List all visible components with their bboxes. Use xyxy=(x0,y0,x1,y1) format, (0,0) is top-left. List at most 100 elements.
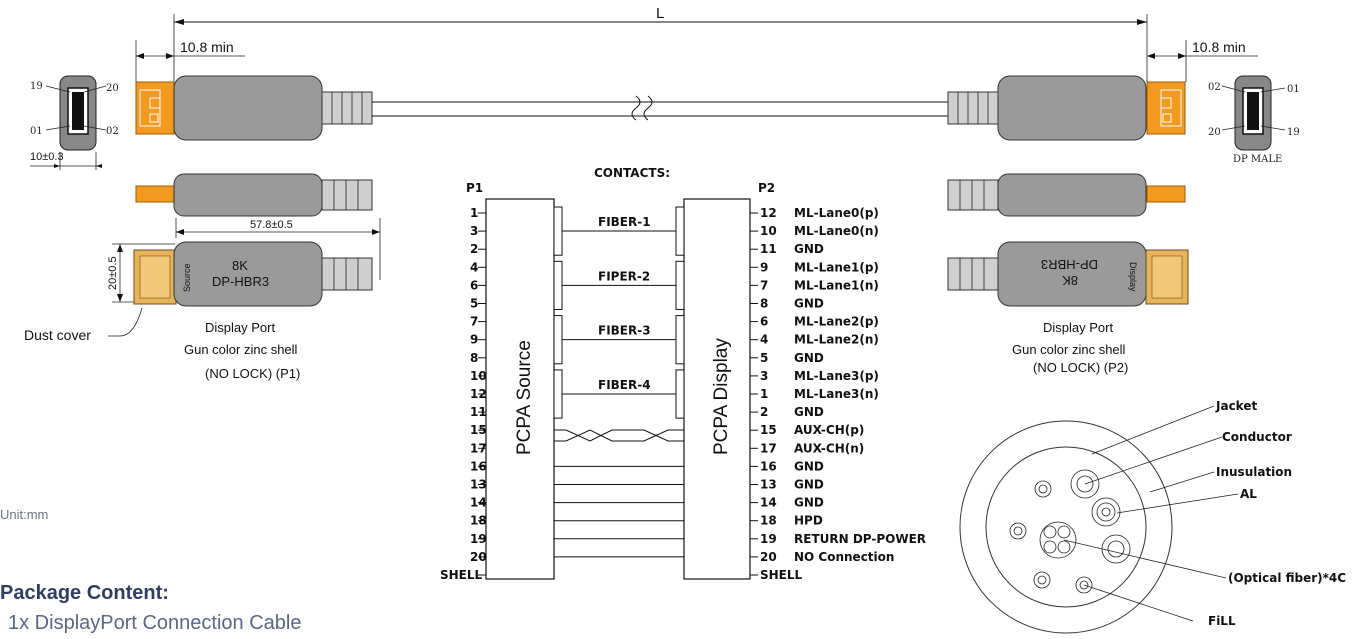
left-pin-02: 02 xyxy=(106,126,119,137)
length-label: L xyxy=(656,5,664,22)
p1-caption-2: Gun color zinc shell xyxy=(184,342,298,357)
right-signal-label: NO Connection xyxy=(794,550,894,564)
right-signal-label: AUX-CH(n) xyxy=(794,441,864,455)
right-pin-19: 19 xyxy=(1287,127,1300,138)
p1-side-label: Source xyxy=(182,263,192,292)
right-pin-number: 2 xyxy=(760,405,768,419)
body-length-label: 57.8±0.5 xyxy=(250,219,293,231)
contacts-title: CONTACTS: xyxy=(594,166,670,180)
right-pin-number: 12 xyxy=(760,206,777,220)
plug-width-label: 10±0.3 xyxy=(30,151,64,163)
length-dimension: L xyxy=(173,5,1148,82)
right-min-dimension: 10.8 min xyxy=(1147,39,1258,82)
fill-label: FiLL xyxy=(1208,614,1236,628)
right-signal-label: ML-Lane0(n) xyxy=(794,224,879,238)
left-pin-number: 5 xyxy=(470,297,478,311)
right-pin-number: 19 xyxy=(760,532,777,546)
fiber-label: FIPER-2 xyxy=(598,269,650,283)
left-pin-number: SHELL xyxy=(440,568,483,582)
left-side-view xyxy=(135,173,373,217)
right-signal-label: ML-Lane3(n) xyxy=(794,387,879,401)
fiber-rx-block xyxy=(675,206,685,256)
left-dp-face: 19 20 01 02 10±0.3 xyxy=(30,75,119,170)
left-pin-19: 19 xyxy=(30,81,43,92)
right-pin-number: 14 xyxy=(760,496,777,510)
p2-header: P2 xyxy=(758,181,775,195)
p2-caption-1: Display Port xyxy=(1043,320,1113,335)
source-box-label: PCPA Source xyxy=(514,340,535,455)
right-pin-02: 02 xyxy=(1208,82,1221,93)
p1-caption-3: (NO LOCK) (P1) xyxy=(205,366,300,381)
body-height-label: 20±0.5 xyxy=(107,256,119,290)
p1-body-line1: 8K xyxy=(232,258,248,273)
cable-cross-section: Jacket Conductor Inusulation AL (Optical… xyxy=(959,399,1346,634)
fiber-label: FIBER-1 xyxy=(598,215,651,229)
contacts-pinout: CONTACTS: P1 P2 PCPA Source PCPA Display… xyxy=(440,166,926,582)
left-pin-number: 9 xyxy=(470,333,478,347)
p1-header: P1 xyxy=(466,181,483,195)
right-pin-number: 10 xyxy=(760,224,777,238)
jacket-label: Jacket xyxy=(1215,399,1257,413)
right-signal-label: GND xyxy=(794,496,824,510)
right-signal-label: ML-Lane1(n) xyxy=(794,278,879,292)
dust-cover-label: Dust cover xyxy=(24,327,91,343)
right-signal-label: GND xyxy=(794,459,824,473)
left-pin-01: 01 xyxy=(30,126,43,137)
display-box xyxy=(683,198,751,580)
right-signal-label: ML-Lane0(p) xyxy=(794,206,879,220)
left-pin-number: 1 xyxy=(470,206,478,220)
p1-connector-detail: 57.8±0.5 20±0.5 Source 8K DP-HBR3 Dust c… xyxy=(24,218,381,381)
right-pin-number: 7 xyxy=(760,278,768,292)
left-pin-number: 6 xyxy=(470,278,478,292)
left-pin-number: 8 xyxy=(470,351,478,365)
left-housing xyxy=(173,75,323,141)
right-pin-number: 9 xyxy=(760,260,768,274)
p1-caption-1: Display Port xyxy=(205,320,275,335)
right-signal-label: ML-Lane2(n) xyxy=(794,333,879,347)
p2-body-line1: 8K xyxy=(1062,273,1078,288)
right-pin-number: 4 xyxy=(760,333,768,347)
right-min-label: 10.8 min xyxy=(1192,39,1246,55)
fiber-rx-block xyxy=(675,260,685,310)
left-pin-number: 7 xyxy=(470,315,478,329)
right-signal-label: RETURN DP-POWER xyxy=(794,532,926,546)
right-signal-label: GND xyxy=(794,478,824,492)
right-pin-number: 8 xyxy=(760,297,768,311)
p2-caption-3: (NO LOCK) (P2) xyxy=(1033,360,1128,375)
right-pin-number: 13 xyxy=(760,478,777,492)
p1-body-line2: DP-HBR3 xyxy=(212,274,269,289)
fiber-tx-block xyxy=(553,315,563,365)
p2-connector-detail: 8K DP-HBR3 Display Display Port Gun colo… xyxy=(947,241,1189,375)
package-title: Package Content: xyxy=(0,582,169,604)
right-pin-number: 5 xyxy=(760,351,768,365)
right-pin-number: 15 xyxy=(760,423,777,437)
right-signal-label: GND xyxy=(794,297,824,311)
right-signal-label: GND xyxy=(794,405,824,419)
right-signal-label: AUX-CH(p) xyxy=(794,423,864,437)
fiber-rx-block xyxy=(675,369,685,419)
fiber-tx-block xyxy=(553,206,563,256)
right-pin-number: 11 xyxy=(760,242,777,256)
right-pin-number: 20 xyxy=(760,550,777,564)
p2-side-label: Display xyxy=(1128,262,1138,292)
unit-label: Unit:mm xyxy=(0,507,49,522)
left-pin-20: 20 xyxy=(106,83,119,94)
fiber-tx-block xyxy=(553,369,563,419)
p2-caption-2: Gun color zinc shell xyxy=(1012,342,1126,357)
right-pin-01: 01 xyxy=(1287,84,1300,95)
right-pin-20: 20 xyxy=(1208,127,1221,138)
fiber-label: FIBER-4 xyxy=(598,378,651,392)
left-pin-number: 4 xyxy=(470,260,478,274)
conductor-label: Conductor xyxy=(1222,430,1292,444)
left-min-dimension: 10.8 min xyxy=(135,39,245,82)
right-housing xyxy=(997,75,1147,141)
right-signal-label: ML-Lane2(p) xyxy=(794,315,879,329)
right-signal-label: GND xyxy=(794,242,824,256)
fiber-rx-block xyxy=(675,315,685,365)
right-pin-number: 1 xyxy=(760,387,768,401)
left-min-label: 10.8 min xyxy=(180,39,234,55)
fiber-tx-block xyxy=(553,260,563,310)
